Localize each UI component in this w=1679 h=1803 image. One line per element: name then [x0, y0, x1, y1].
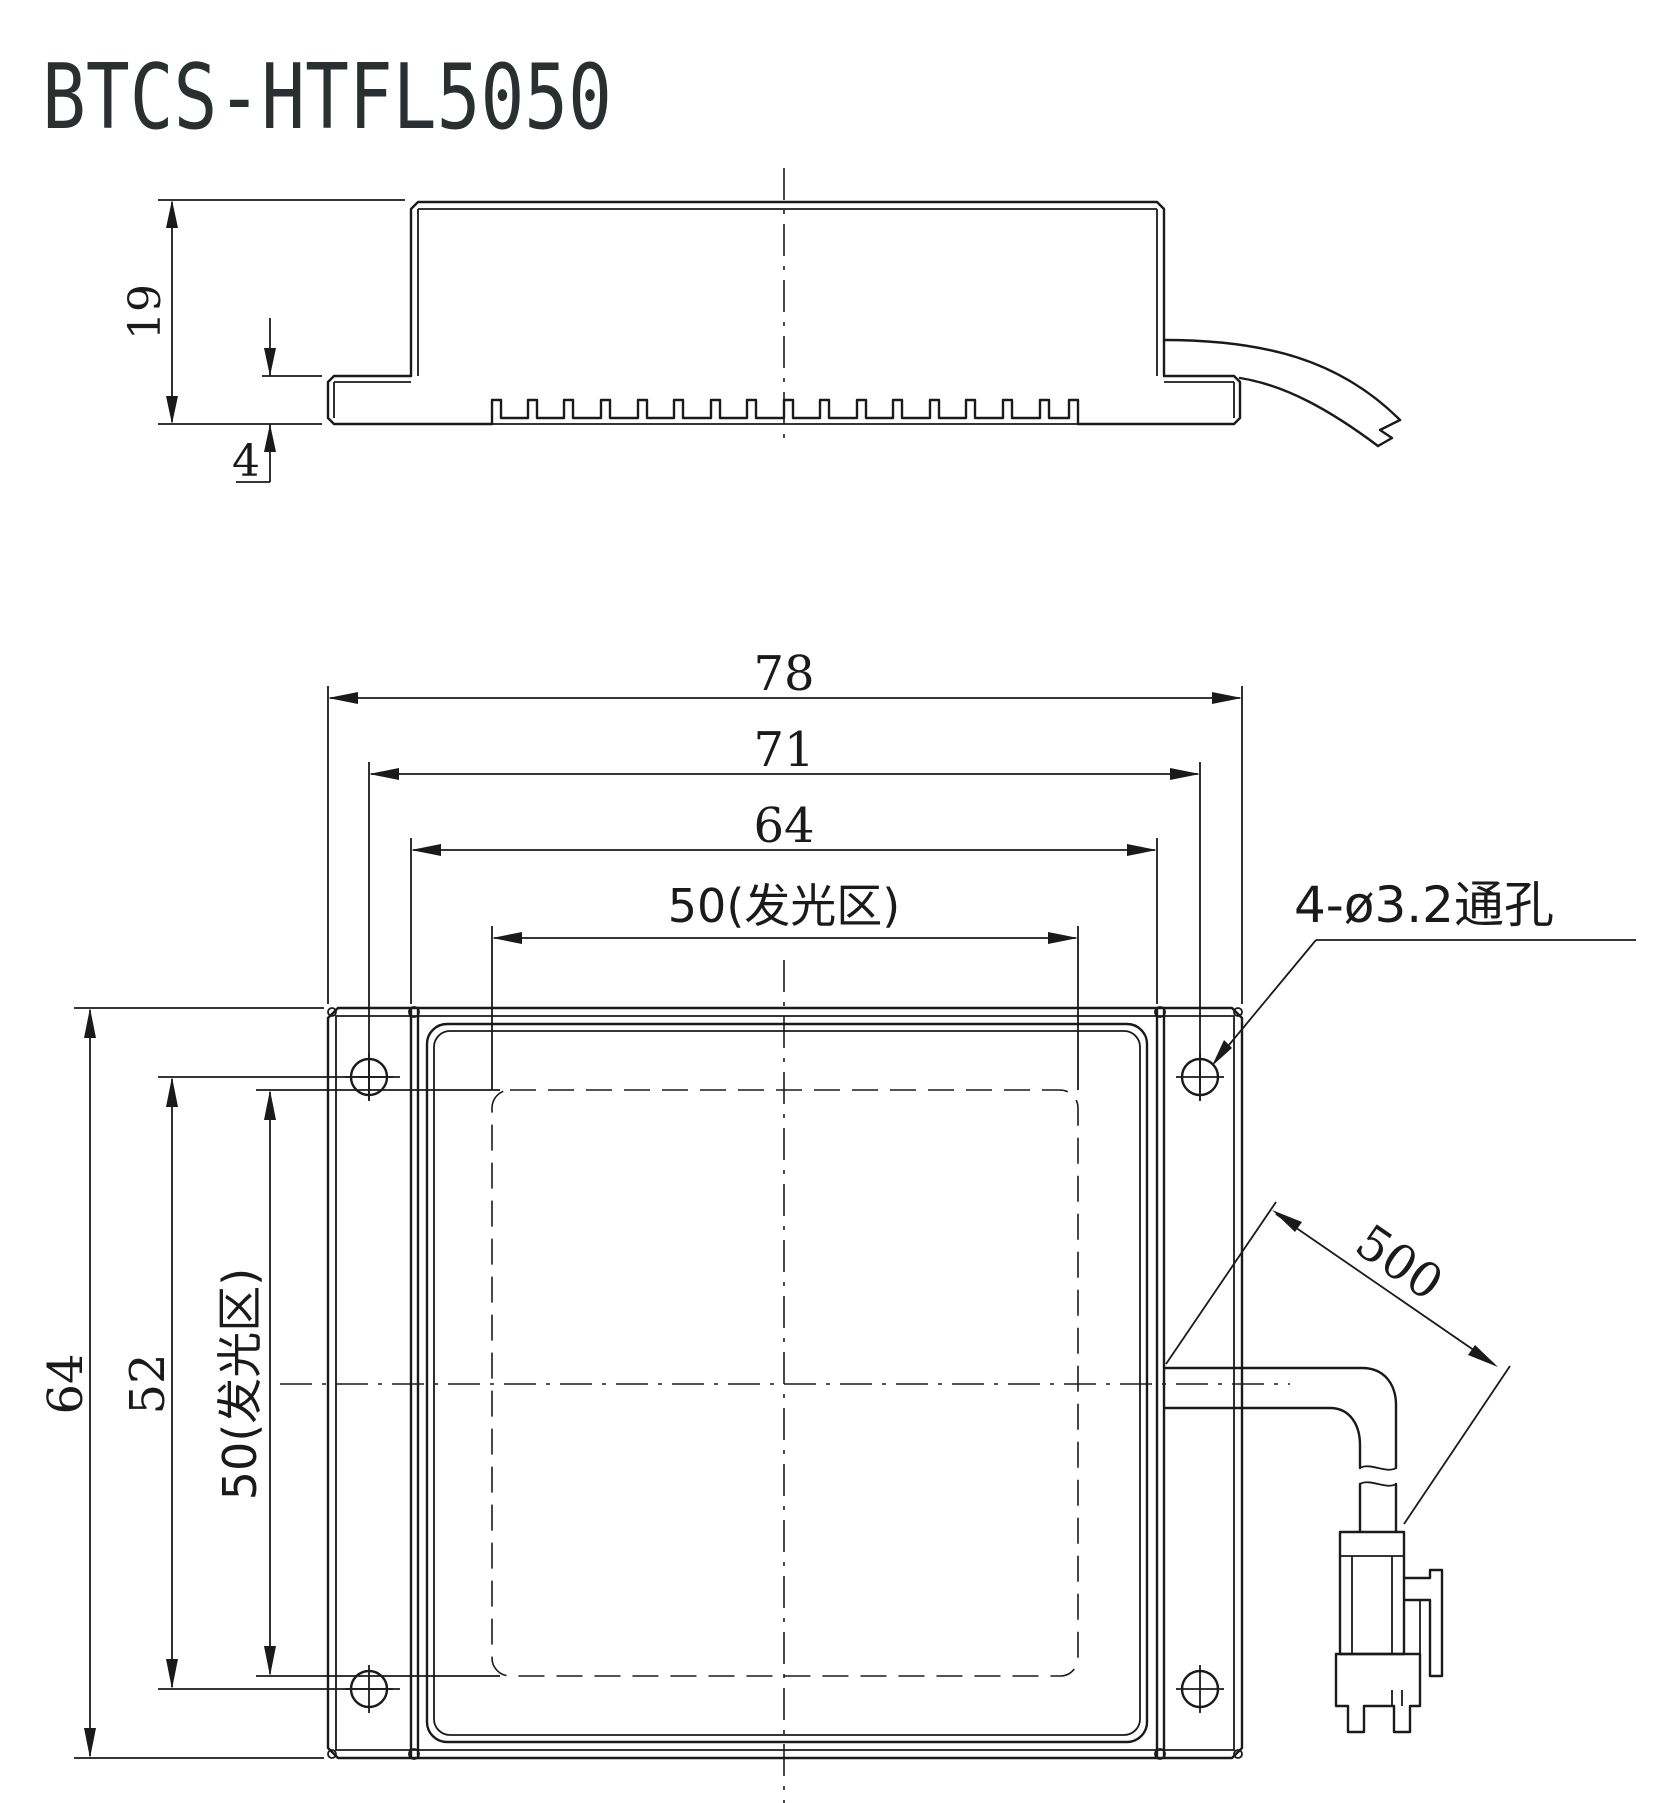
- dim-width-emitting-area: 50(发光区): [668, 879, 900, 933]
- dim-height-52: 52: [120, 1353, 176, 1414]
- connector: [1334, 1530, 1444, 1734]
- top-view: 78 71 64 50(发光区) 4-ø3.2通孔 64: [38, 646, 1636, 1803]
- dim-width-71: 71: [753, 722, 814, 778]
- drawing-title: BTCS-HTFL5050: [42, 45, 612, 150]
- dim-base-4: 4: [232, 436, 260, 487]
- mounting-hole-bottom-right: [1176, 1665, 1224, 1713]
- cable: [1162, 1366, 1398, 1534]
- side-view: 19 4: [120, 168, 1402, 487]
- dim-cable-500: 500: [1345, 1214, 1452, 1312]
- dim-height-19: 19: [120, 284, 171, 340]
- dim-width-64: 64: [753, 798, 814, 854]
- hole-callout: 4-ø3.2通孔: [1294, 876, 1554, 934]
- dim-width-78: 78: [753, 646, 814, 702]
- dim-height-64: 64: [38, 1353, 94, 1414]
- dim-height-emitting-area: 50(发光区): [213, 1268, 267, 1500]
